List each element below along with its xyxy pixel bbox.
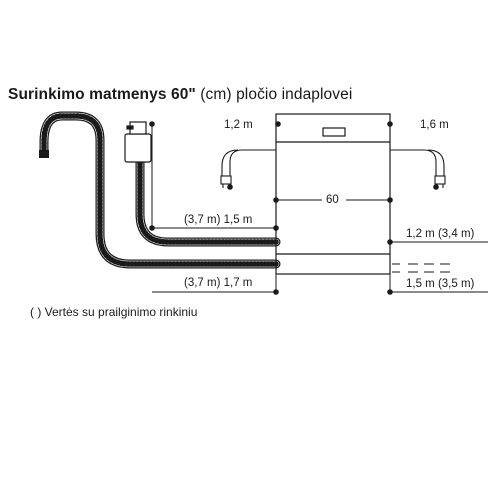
- dimension-lines: [149, 121, 488, 295]
- label-right-upper: 1,2 m (3,4 m): [406, 228, 475, 240]
- drain-hose: [39, 111, 281, 269]
- footnote: ( ) Vertės su prailginimo rinkiniu: [30, 305, 198, 319]
- water-tap-valve: [124, 121, 152, 163]
- left-power-cable: [220, 149, 276, 188]
- diagram-title: Surinkimo matmenys 60" (cm) pločio indap…: [8, 86, 352, 104]
- inlet-hose: [135, 135, 281, 247]
- label-width: 60: [326, 194, 339, 206]
- title-bold: Surinkimo matmenys 60": [8, 86, 196, 103]
- label-right-cable: 1,6 m: [420, 119, 449, 131]
- dishwasher-control-panel: [322, 127, 346, 137]
- label-right-lower: 1,5 m (3,5 m): [406, 278, 475, 290]
- right-power-cable: [390, 149, 446, 188]
- title-regular: (cm) pločio indaplovei: [200, 86, 353, 103]
- label-drain-lower: (3,7 m) 1,7 m: [184, 277, 253, 289]
- label-drain-upper: (3,7 m) 1,5 m: [184, 214, 253, 226]
- label-left-cable: 1,2 m: [224, 119, 253, 131]
